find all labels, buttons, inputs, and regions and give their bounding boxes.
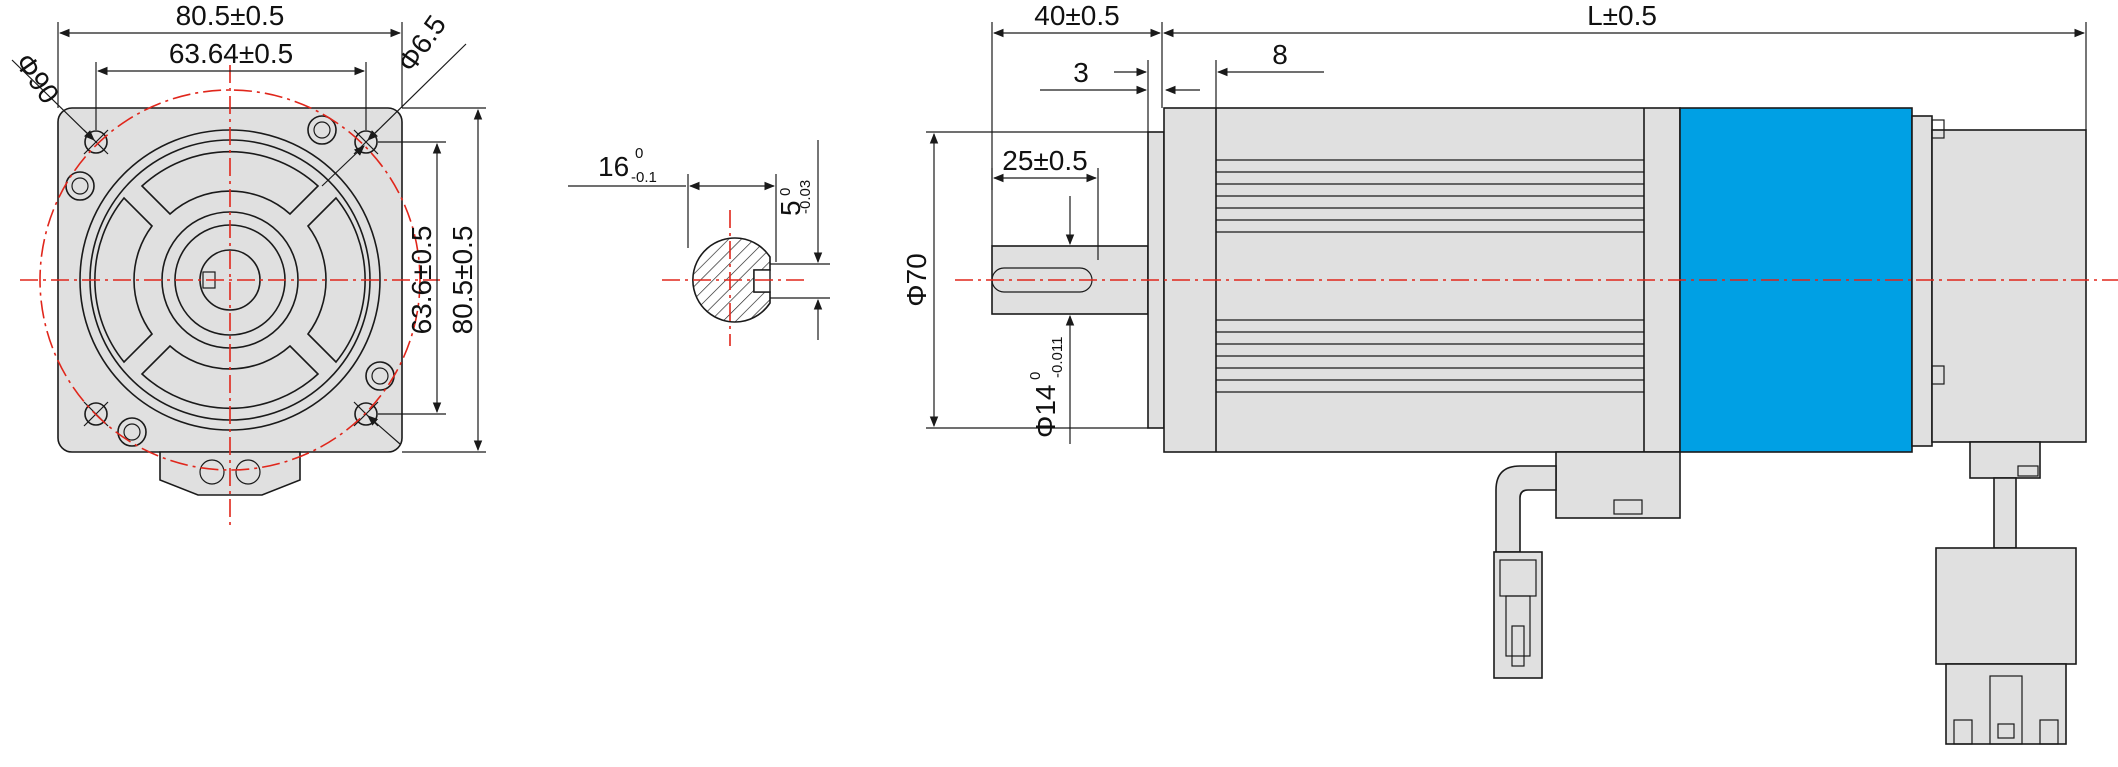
shaft-section-view: 16 0 -0.1 5 0 -0.03 — [568, 140, 830, 346]
encoder-cable-gland — [1969, 441, 2041, 479]
step-length-label: 8 — [1272, 39, 1288, 70]
shaft-diameter-label: Φ14 — [1030, 385, 1061, 438]
encoder-plug-head — [1945, 663, 2067, 745]
flange-width-label: 80.5±0.5 — [176, 0, 285, 31]
section-diameter-tol-lower: -0.1 — [631, 169, 657, 186]
section-key-label: 5 — [775, 200, 806, 216]
key-length-label: 25±0.5 — [1002, 145, 1087, 176]
cooling-fins — [1216, 159, 1644, 393]
shaft-length-label: 40±0.5 — [1034, 0, 1119, 31]
tab-hole-right — [235, 459, 261, 485]
encoder-step — [1911, 115, 1933, 447]
pitch-circle-leader — [11, 59, 95, 141]
shaft-diameter-tol-lower: -0.011 — [1049, 337, 1066, 378]
encoder-cover — [1931, 129, 2087, 443]
window-bottom — [140, 344, 320, 410]
front-view: 80.5±0.5 63.64±0.5 63.6±0.5 80.5±0.5 Φ90… — [9, 0, 486, 530]
pitch-circle-centerline — [39, 89, 421, 471]
encoder-cable — [1993, 477, 2017, 549]
shaft-diameter-tol-upper: 0 — [1027, 372, 1044, 380]
pitch-circle-label: Φ90 — [9, 48, 65, 110]
section-key-tol-lower: -0.03 — [797, 180, 814, 214]
hole-spacing-v-label: 63.6±0.5 — [406, 226, 437, 335]
total-length-label: L±0.5 — [1587, 0, 1657, 31]
section-key-tol-upper: 0 — [777, 188, 794, 196]
tab-hole-left — [199, 459, 225, 485]
pilot-diameter-label: Φ70 — [901, 253, 932, 306]
hole-spacing-h-label: 63.64±0.5 — [169, 38, 293, 69]
keyway — [753, 269, 771, 293]
flange-height-label: 80.5±0.5 — [447, 226, 478, 335]
section-diameter-tol-upper: 0 — [635, 145, 643, 162]
hole-diameter-leader — [367, 43, 467, 141]
power-cable-bend — [1495, 465, 1557, 553]
section-diameter-label: 16 — [598, 151, 629, 182]
window-right — [306, 196, 366, 364]
side-view: 40±0.5 L±0.5 3 8 25±0.5 Φ70 Φ14 0 -0.011 — [901, 0, 2118, 745]
flange-thickness-label: 3 — [1073, 57, 1089, 88]
encoder-plug-body — [1935, 547, 2077, 665]
window-top — [140, 150, 320, 216]
power-connector-housing — [1555, 451, 1681, 519]
power-plug — [1493, 551, 1543, 679]
window-left — [94, 196, 154, 364]
